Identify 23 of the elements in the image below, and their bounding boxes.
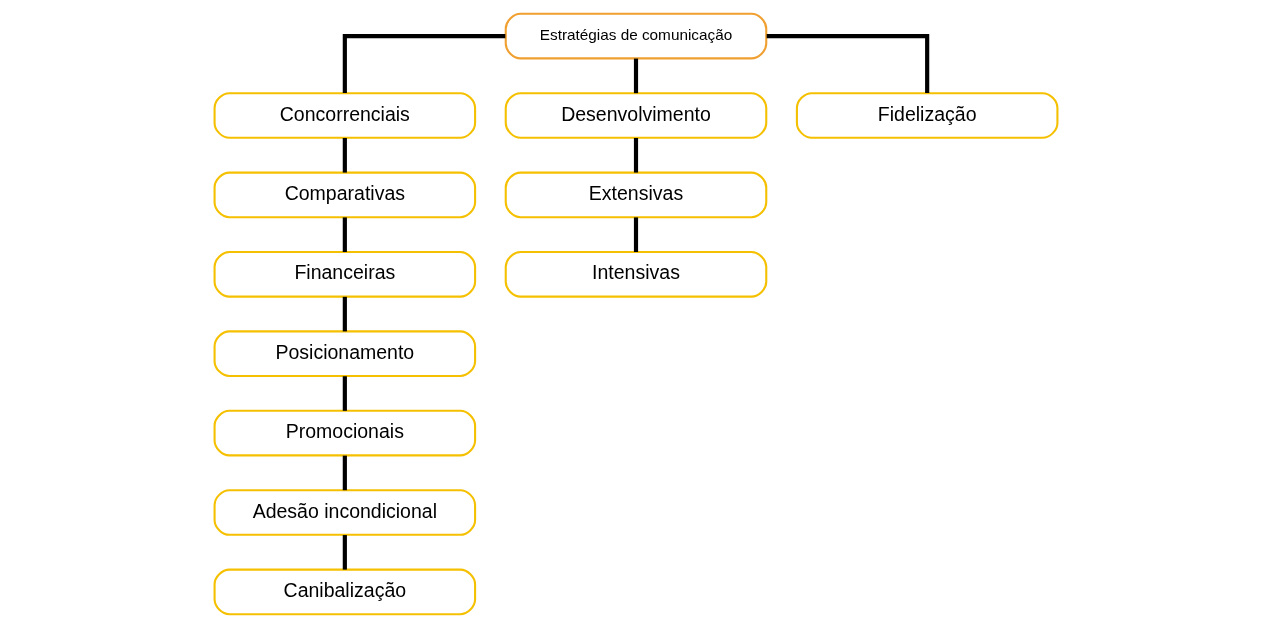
connector [342, 296, 347, 332]
connector [342, 535, 347, 570]
node-box: Promocionais [213, 409, 477, 457]
node-box: Intensivas [504, 250, 768, 298]
connector [342, 455, 347, 491]
connector [633, 217, 639, 252]
connector [633, 138, 639, 173]
connector [342, 34, 506, 93]
node-box: Extensivas [504, 171, 768, 219]
node-box: Canibalização [213, 568, 477, 616]
node-box: Estratégias de comunicação [504, 12, 768, 60]
connector [342, 376, 347, 411]
node-box: Concorrenciais [213, 92, 477, 139]
node-box: Financeiras [213, 250, 477, 298]
node-box: Fidelização [795, 92, 1059, 139]
node-box: Adesão incondicional [213, 489, 477, 536]
connector [766, 34, 930, 93]
connector [342, 138, 347, 173]
node-box: Desenvolvimento [504, 92, 768, 139]
connector [633, 58, 639, 94]
node-box: Comparativas [213, 171, 477, 219]
connector [342, 217, 347, 252]
node-box: Posicionamento [213, 330, 477, 378]
